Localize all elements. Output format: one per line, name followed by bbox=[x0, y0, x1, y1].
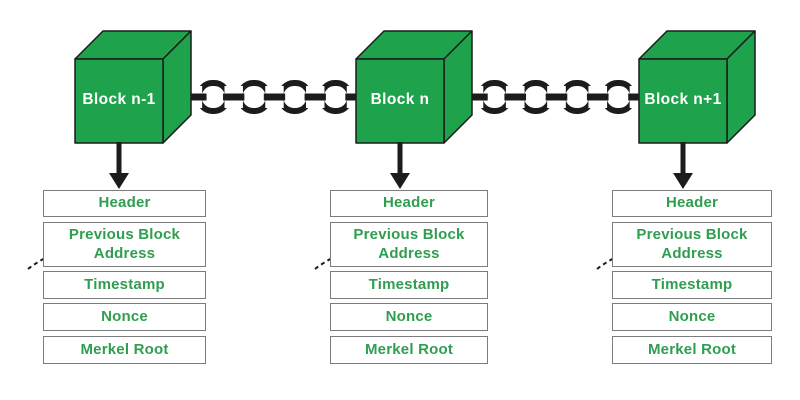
block-field-list-n-minus-1: Header Previous Block Address Timestamp … bbox=[43, 190, 206, 364]
block-cube-n-plus-1 bbox=[638, 30, 756, 144]
block-field-list-n-plus-1: Header Previous Block Address Timestamp … bbox=[612, 190, 772, 364]
block-cube-n bbox=[355, 30, 473, 144]
field-box-merkel-root: Merkel Root bbox=[330, 336, 488, 364]
field-box-nonce: Nonce bbox=[43, 303, 206, 331]
field-box-merkel-root: Merkel Root bbox=[43, 336, 206, 364]
field-box-header: Header bbox=[330, 190, 488, 217]
down-arrow-icon bbox=[109, 142, 129, 189]
field-box-timestamp: Timestamp bbox=[330, 271, 488, 299]
block-label: Block n-1 bbox=[82, 91, 156, 108]
down-arrow-icon bbox=[390, 142, 410, 189]
field-box-timestamp: Timestamp bbox=[612, 271, 772, 299]
field-box-header: Header bbox=[612, 190, 772, 217]
field-box-prev-address: Previous Block Address bbox=[330, 222, 488, 267]
field-box-timestamp: Timestamp bbox=[43, 271, 206, 299]
field-box-nonce: Nonce bbox=[330, 303, 488, 331]
block-label: Block n+1 bbox=[644, 91, 722, 108]
down-arrow-icon bbox=[673, 142, 693, 189]
block-cube-n-minus-1 bbox=[74, 30, 192, 144]
block-field-list-n: Header Previous Block Address Timestamp … bbox=[330, 190, 488, 364]
chain-link-icon bbox=[191, 80, 356, 114]
field-box-merkel-root: Merkel Root bbox=[612, 336, 772, 364]
chain-link-icon bbox=[472, 80, 639, 114]
field-box-header: Header bbox=[43, 190, 206, 217]
field-box-prev-address: Previous Block Address bbox=[43, 222, 206, 267]
field-box-prev-address: Previous Block Address bbox=[612, 222, 772, 267]
block-label: Block n bbox=[370, 91, 430, 108]
field-box-nonce: Nonce bbox=[612, 303, 772, 331]
